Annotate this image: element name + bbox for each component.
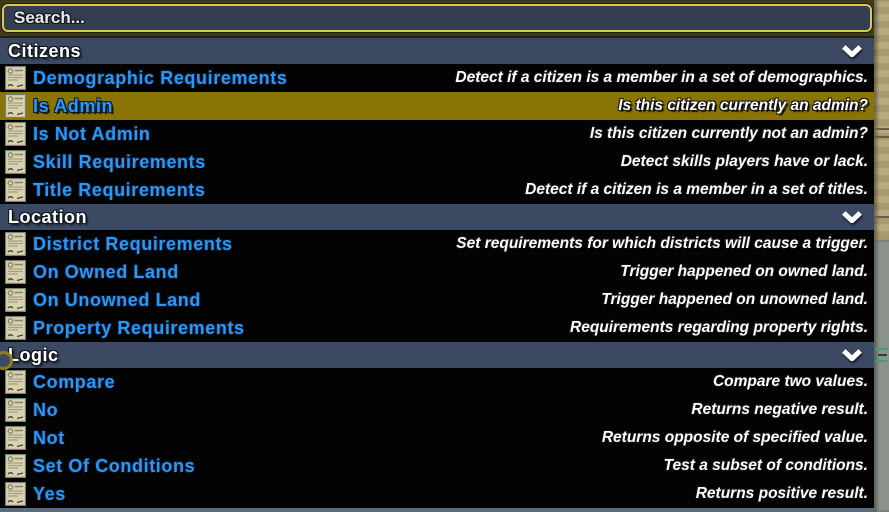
list-item[interactable]: District Requirements Set requirements f… [0, 230, 874, 258]
list-item[interactable]: Skill Requirements Detect skills players… [0, 148, 874, 176]
search-input[interactable] [2, 4, 872, 32]
section-title: Citizens [8, 40, 82, 61]
document-icon [5, 316, 26, 340]
item-name: Skill Requirements [33, 151, 206, 172]
item-desc: Test a subset of conditions. [663, 457, 868, 474]
list-item[interactable]: Demographic Requirements Detect if a cit… [0, 64, 874, 92]
item-desc: Returns negative result. [691, 401, 868, 418]
list-item[interactable]: Title Requirements Detect if a citizen i… [0, 176, 874, 204]
section: Logic Compare Compare two values. [0, 342, 874, 508]
document-icon [5, 288, 26, 312]
item-name: On Owned Land [33, 261, 179, 282]
document-icon [5, 232, 26, 256]
section-rows: Demographic Requirements Detect if a cit… [0, 64, 874, 204]
item-desc: Trigger happened on unowned land. [601, 291, 868, 308]
list-item[interactable]: Set Of Conditions Test a subset of condi… [0, 452, 874, 480]
document-icon [5, 178, 26, 202]
item-desc: Requirements regarding property rights. [570, 319, 868, 336]
section-rows: District Requirements Set requirements f… [0, 230, 874, 342]
item-name: Property Requirements [33, 317, 245, 338]
dirt-texture [874, 0, 889, 240]
list-item[interactable]: Is Not Admin Is this citizen currently n… [0, 120, 874, 148]
item-desc: Returns positive result. [695, 485, 868, 502]
document-icon [5, 398, 26, 422]
background-marker [0, 351, 13, 370]
list-item[interactable]: Compare Compare two values. [0, 368, 874, 396]
list-item[interactable]: Yes Returns positive result. [0, 480, 874, 508]
item-name: Demographic Requirements [33, 67, 288, 88]
item-name: Yes [33, 483, 66, 504]
document-icon [5, 94, 26, 118]
chevron-down-icon [842, 45, 862, 57]
item-name: Compare [33, 371, 116, 392]
list-item[interactable]: Is Admin Is this citizen currently an ad… [0, 92, 874, 120]
section-header[interactable]: Location [0, 204, 874, 230]
item-desc: Compare two values. [712, 373, 868, 390]
document-icon [5, 454, 26, 478]
item-desc: Set requirements for which districts wil… [456, 235, 868, 252]
list-item[interactable]: On Owned Land Trigger happened on owned … [0, 258, 874, 286]
item-name: On Unowned Land [33, 289, 201, 310]
section-title: Location [8, 206, 87, 227]
panel-bottom-edge [0, 508, 874, 512]
item-name: Title Requirements [33, 179, 206, 200]
section: Location District Requirements Set requi… [0, 204, 874, 342]
stone-texture [874, 240, 889, 512]
search-bar [0, 0, 874, 38]
item-desc: Is this citizen currently an admin? [618, 97, 868, 114]
item-desc: Trigger happened on owned land. [620, 263, 868, 280]
document-icon [5, 370, 26, 394]
document-icon [5, 150, 26, 174]
item-name: Is Admin [33, 95, 114, 116]
section-title: Logic [8, 344, 59, 365]
item-desc: Detect if a citizen is a member in a set… [455, 69, 868, 86]
item-desc: Is this citizen currently not an admin? [589, 125, 868, 142]
document-icon [5, 426, 26, 450]
world-background-strip [874, 0, 889, 512]
document-icon [5, 260, 26, 284]
section-header[interactable]: Citizens [0, 38, 874, 64]
item-name: No [33, 399, 59, 420]
document-icon [5, 66, 26, 90]
section-header[interactable]: Logic [0, 342, 874, 368]
item-name: District Requirements [33, 233, 233, 254]
item-name: Not [33, 427, 65, 448]
item-desc: Detect skills players have or lack. [620, 153, 868, 170]
document-icon [5, 482, 26, 506]
item-name: Is Not Admin [33, 123, 151, 144]
section-rows: Compare Compare two values. No Returns n… [0, 368, 874, 508]
item-desc: Detect if a citizen is a member in a set… [525, 181, 868, 198]
list-item[interactable]: No Returns negative result. [0, 396, 874, 424]
list-item[interactable]: Not Returns opposite of specified value. [0, 424, 874, 452]
chevron-down-icon [842, 211, 862, 223]
document-icon [5, 122, 26, 146]
chevron-down-icon [842, 349, 862, 361]
item-name: Set Of Conditions [33, 455, 196, 476]
list-item[interactable]: On Unowned Land Trigger happened on unow… [0, 286, 874, 314]
sections: Citizens Demographic Requirements Detect… [0, 38, 874, 508]
section: Citizens Demographic Requirements Detect… [0, 38, 874, 204]
list-item[interactable]: Property Requirements Requirements regar… [0, 314, 874, 342]
item-desc: Returns opposite of specified value. [601, 429, 868, 446]
